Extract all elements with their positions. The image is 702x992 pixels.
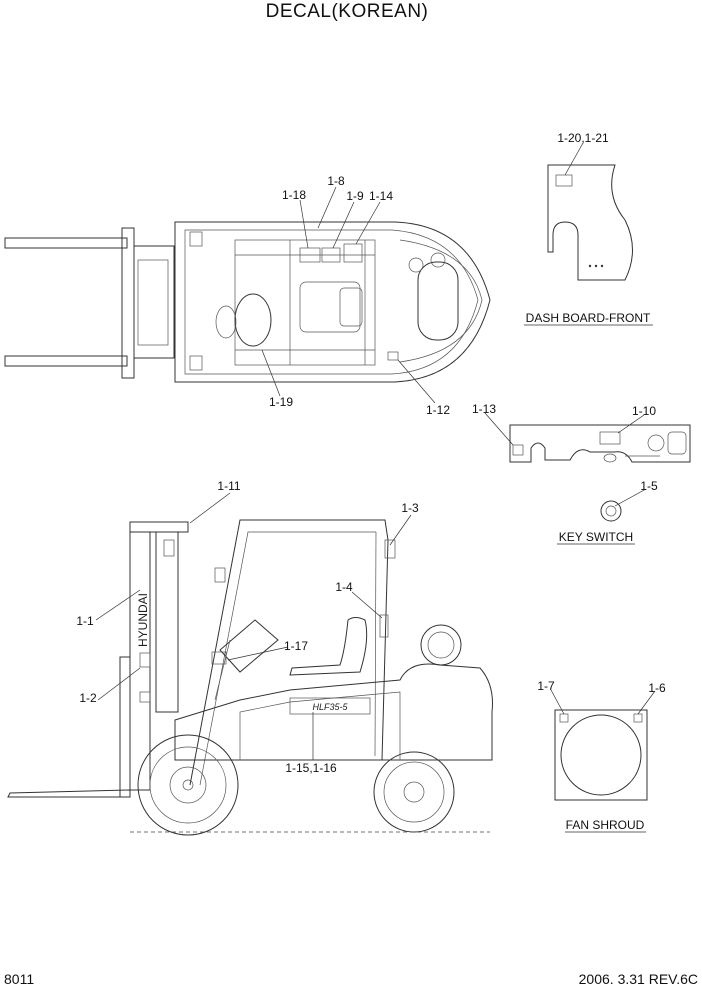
date-revision: 2006. 3.31 REV.6C [579,971,698,987]
model-decal: HLF35-5 [312,702,348,712]
callout-1-18: 1-18 [282,188,306,202]
callout-1-9: 1-9 [346,189,364,203]
callout-1-20-1-21: 1-20,1-21 [557,131,609,145]
mast-brand-decal: HYUNDAI [136,593,150,647]
caption-dash-board-front: DASH BOARD-FRONT [526,311,651,325]
callout-1-3: 1-3 [401,501,419,515]
callout-1-5: 1-5 [640,479,658,493]
callout-1-8: 1-8 [327,174,345,188]
callout-1-1: 1-1 [76,614,94,628]
callout-1-10: 1-10 [632,404,656,418]
dashboard-panel-drawing [509,424,691,463]
callout-1-4: 1-4 [335,580,353,594]
top-view-forklift [4,221,491,383]
callout-1-6: 1-6 [648,681,666,695]
callout-1-13: 1-13 [472,402,496,416]
key-switch-drawing [600,500,622,522]
callout-1-7: 1-7 [537,679,555,693]
callout-1-14: 1-14 [369,189,393,203]
fan-shroud-drawing [554,709,648,801]
caption-key-switch: KEY SWITCH [559,530,633,544]
callout-1-12: 1-12 [426,403,450,417]
callout-1-2: 1-2 [79,691,97,705]
caption-fan-shroud: FAN SHROUD [566,818,645,832]
callout-1-17: 1-17 [284,639,308,653]
callout-1-19: 1-19 [269,395,293,409]
page-code: 8011 [4,971,34,987]
callout-1-11: 1-11 [217,479,240,493]
side-view-forklift [7,519,493,836]
callout-1-15-1-16: 1-15,1-16 [285,761,337,775]
page-title: DECAL(KOREAN) [266,1,429,22]
dash-board-front-drawing [547,164,633,281]
